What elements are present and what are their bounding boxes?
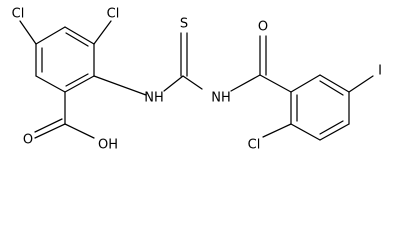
atom-label-nh: NH (211, 91, 231, 106)
atom-label-i: I (378, 64, 382, 79)
ring-double-bond (65, 73, 89, 87)
atom-label-s: S (180, 17, 188, 32)
right-benzene-ring (290, 74, 350, 141)
atom-label-nh: NH (144, 91, 164, 106)
atom-label-o: O (23, 133, 33, 148)
ring-bond (35, 75, 66, 93)
ring-bond (35, 26, 66, 45)
bond-cl-top-left (19, 20, 37, 45)
chemical-structure: Cl Cl NH S NH O I O OH Cl (12, 7, 382, 153)
bond-ring-iodine (348, 75, 374, 93)
ring-double-bond (65, 32, 89, 47)
ring-bond (290, 123, 321, 141)
bond-carbonyl-ring (259, 74, 292, 93)
bond-ring-cl-bottom (262, 123, 292, 138)
atom-label-cl: Cl (12, 7, 25, 22)
atom-label-cl: Cl (107, 7, 120, 22)
left-benzene-ring (35, 26, 95, 93)
ring-double-bond (319, 120, 344, 135)
bond-carboxyl-o-double (34, 118, 63, 133)
ring-bond (319, 74, 350, 93)
atom-label-cl: Cl (248, 138, 261, 153)
bond-ring-nh (93, 75, 147, 96)
bond-carboxyl-o (34, 123, 66, 139)
bond-cl-top-right (93, 20, 112, 45)
bond-carboxyl-oh (64, 123, 95, 139)
ring-bond (64, 75, 95, 93)
bond-nh-c (163, 75, 184, 92)
atom-label-oh: OH (98, 138, 118, 153)
atom-label-o: O (258, 20, 268, 35)
ring-bond (319, 123, 350, 141)
bond-nh-carbonyl (230, 74, 261, 92)
ring-double-bond (319, 80, 344, 96)
ring-bond (290, 74, 321, 93)
bond-c-nh (182, 75, 203, 90)
ring-bond (64, 26, 95, 45)
